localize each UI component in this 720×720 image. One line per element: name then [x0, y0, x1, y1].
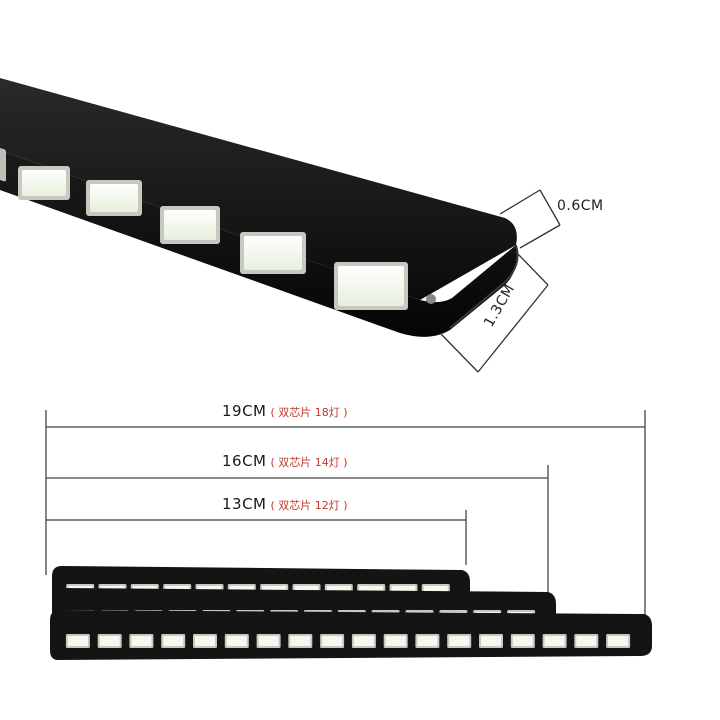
strip-led-light — [353, 636, 374, 646]
strip-led-light — [512, 636, 533, 646]
length-note: ( 双芯片 14灯 ) — [270, 456, 348, 469]
length-note: ( 双芯片 12灯 ) — [270, 499, 348, 512]
thickness-dimension — [499, 189, 561, 249]
strip-led-light — [481, 636, 501, 646]
length-lines — [45, 410, 646, 620]
strip-stack — [50, 566, 652, 660]
strip-led-light — [195, 636, 215, 646]
width-dimension — [439, 251, 549, 373]
length-label-13: 13CM( 双芯片 12灯 ) — [222, 495, 348, 513]
strip-led-light — [322, 636, 343, 646]
length-value: 19CM — [222, 402, 267, 420]
length-note: ( 双芯片 18灯 ) — [270, 406, 348, 419]
thickness-label: 0.6CM — [557, 198, 604, 214]
strip-led-light — [449, 636, 470, 646]
closeup-led-row — [0, 146, 436, 310]
closeup-led — [160, 206, 220, 244]
strip-led-light — [385, 636, 406, 646]
strip-19CM — [50, 610, 652, 660]
closeup-led — [18, 166, 70, 200]
strip-led-light — [131, 636, 152, 646]
strip-led-light — [99, 636, 120, 646]
strip-led-light — [417, 636, 438, 646]
strip-led-light — [163, 636, 184, 646]
strip-led-light — [576, 636, 597, 646]
closeup-led — [0, 146, 6, 182]
strip-led-light — [608, 636, 629, 646]
strip-led-light — [544, 636, 565, 646]
length-label-16: 16CM( 双芯片 14灯 ) — [222, 452, 348, 470]
length-value: 16CM — [222, 452, 267, 470]
closeup-led — [86, 180, 142, 216]
closeup-strip — [0, 78, 519, 337]
length-label-19: 19CM( 双芯片 18灯 ) — [222, 402, 348, 420]
length-value: 13CM — [222, 495, 267, 513]
strip-led-light — [290, 636, 311, 646]
strip-led-light — [258, 636, 279, 646]
closeup-screw — [426, 294, 436, 304]
strip-led-light — [226, 636, 247, 646]
closeup-led — [334, 262, 408, 310]
strip-led-light — [67, 636, 88, 646]
strip-led-light — [423, 586, 448, 596]
closeup-led — [240, 232, 306, 274]
